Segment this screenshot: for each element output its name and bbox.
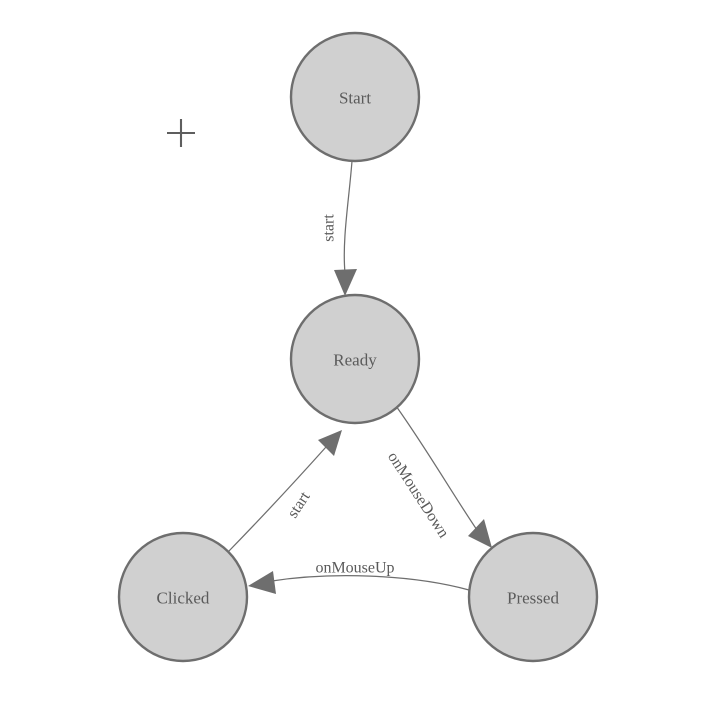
node-start[interactable]: Start — [289, 31, 421, 163]
edge-label-pressed-to-clicked: onMouseUp — [315, 560, 394, 577]
edge-ready-to-pressed-arrowhead — [468, 519, 492, 548]
edge-pressed-to-clicked[interactable] — [248, 571, 470, 594]
node-pressed[interactable]: Pressed — [467, 531, 599, 663]
node-clicked-label: Clicked — [157, 589, 210, 608]
node-clicked[interactable]: Clicked — [117, 531, 249, 663]
edge-start-to-ready[interactable] — [334, 160, 357, 296]
edge-ready-to-pressed[interactable] — [395, 405, 492, 548]
edge-pressed-to-clicked-path — [271, 575, 470, 591]
node-start-label: Start — [339, 89, 371, 108]
edge-ready-to-pressed-path — [395, 405, 478, 531]
edge-clicked-to-ready-path — [227, 446, 327, 553]
edge-start-to-ready-arrowhead — [334, 269, 357, 296]
edge-label-start-to-ready: start — [321, 214, 338, 242]
edge-clicked-to-ready-arrowhead — [318, 430, 342, 456]
crosshair-icon[interactable] — [167, 119, 195, 147]
node-ready-label: Ready — [333, 351, 377, 370]
edge-start-to-ready-path — [343, 160, 353, 274]
node-pressed-label: Pressed — [507, 589, 559, 608]
node-clicked-circle[interactable] — [117, 531, 249, 663]
node-ready[interactable]: Ready — [289, 293, 421, 425]
edge-label-clicked-to-ready: start — [284, 488, 314, 521]
edge-clicked-to-ready[interactable] — [227, 430, 342, 553]
edge-label-ready-to-pressed: onMouseDown — [384, 449, 452, 541]
edge-pressed-to-clicked-arrowhead — [248, 571, 276, 594]
node-pressed-circle[interactable] — [467, 531, 599, 663]
node-start-circle[interactable] — [289, 31, 421, 163]
node-ready-circle[interactable] — [289, 293, 421, 425]
